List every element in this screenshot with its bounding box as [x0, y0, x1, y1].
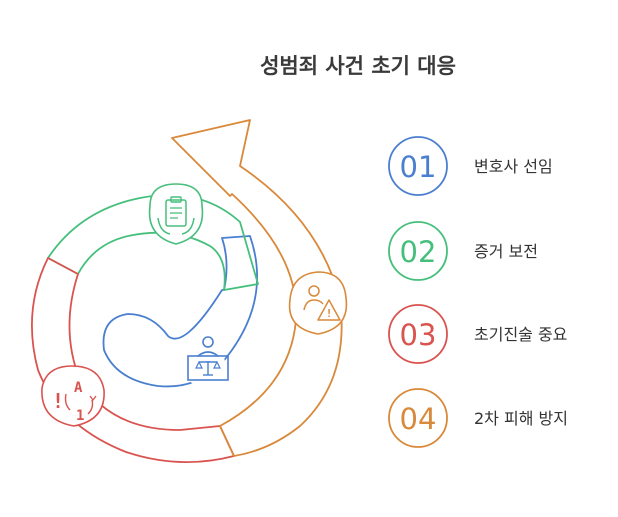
- step-01-number: 01: [400, 150, 437, 184]
- step-04-label: 2차 피해 방지: [474, 409, 568, 428]
- spiral-band-green: [47, 194, 259, 291]
- step-01-badge: [388, 136, 448, 196]
- spiral-band-orange: [171, 119, 343, 457]
- lawyer-scales-icon: [181, 336, 229, 386]
- statement-exclaim-glyph: !: [52, 389, 64, 413]
- legend-item-02: 02 증거 보전: [388, 221, 538, 281]
- statement-letter-glyph: A: [74, 380, 83, 396]
- warning-mark-glyph: !: [326, 307, 333, 320]
- clipboard-hands-icon: [148, 183, 204, 245]
- spiral-band-blue: [102, 235, 259, 388]
- user-warning-icon: !: [288, 271, 348, 335]
- diagram-title: 성범죄 사건 초기 대응: [260, 54, 456, 78]
- translate-statement-icon: ! A 1: [41, 365, 105, 427]
- step-02-label: 증거 보전: [474, 242, 538, 261]
- step-02-number: 02: [400, 235, 437, 269]
- step-01-label: 변호사 선임: [474, 157, 553, 176]
- legend-item-04: 04 2차 피해 방지: [388, 388, 568, 448]
- statement-digit-glyph: 1: [76, 408, 84, 424]
- step-04-number: 04: [400, 402, 437, 436]
- step-03-number: 03: [400, 318, 437, 352]
- step-04-badge: [388, 388, 448, 448]
- step-02-badge: [388, 221, 448, 281]
- step-03-label: 초기진술 중요: [474, 325, 567, 344]
- step-03-badge: [388, 304, 448, 364]
- legend-item-01: 01 변호사 선임: [388, 136, 553, 196]
- legend-item-03: 03 초기진술 중요: [388, 304, 567, 364]
